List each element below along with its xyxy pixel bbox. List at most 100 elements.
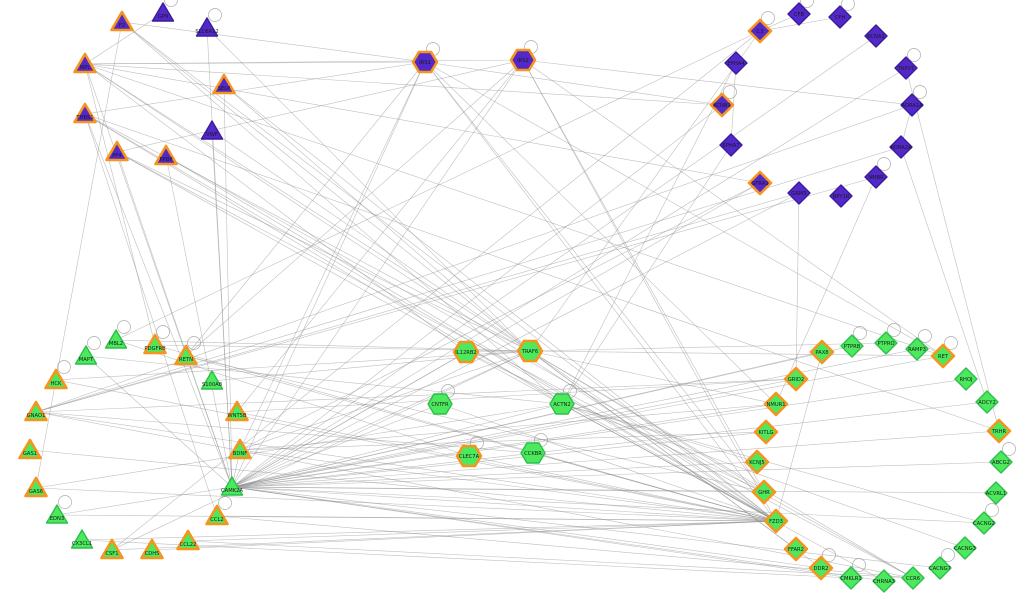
hexagon-node-shape[interactable]	[411, 50, 439, 74]
triangle-node-shape[interactable]	[143, 333, 167, 355]
diamond-node-shape[interactable]	[747, 18, 773, 44]
node-ADRA1A[interactable]: ADRA1A	[900, 85, 927, 117]
diamond-node-shape[interactable]	[905, 337, 929, 361]
triangle-node-shape[interactable]	[104, 329, 128, 349]
triangle-node-shape[interactable]	[205, 504, 229, 526]
diamond-node-shape[interactable]	[787, 2, 811, 26]
triangle-node-shape[interactable]	[73, 102, 97, 124]
node-FFAR2[interactable]: FFAR2	[783, 536, 809, 562]
triangle-node-shape[interactable]	[225, 400, 249, 422]
hexagon-node-shape[interactable]	[427, 393, 453, 415]
node-IRS2[interactable]: IRS2	[509, 40, 538, 72]
triangle-node-shape[interactable]	[140, 538, 164, 560]
node-GP9[interactable]: GP9	[151, 0, 178, 22]
triangle-node-shape[interactable]	[73, 52, 97, 74]
node-CHRNA3[interactable]: CHRNA3	[872, 569, 896, 593]
node-KCNA1[interactable]: KCNA1	[864, 24, 888, 48]
node-PF4[interactable]: PF4	[105, 140, 129, 162]
node-ADRA2A[interactable]: ADRA2A	[889, 135, 913, 159]
diamond-node-shape[interactable]	[753, 419, 779, 445]
node-CFB[interactable]: CFB	[787, 0, 814, 26]
node-KCNB1[interactable]: KCNB1	[709, 85, 737, 118]
diamond-node-shape[interactable]	[953, 536, 977, 560]
node-CACNG7[interactable]: CACNG7	[928, 548, 955, 580]
diamond-node-shape[interactable]	[744, 449, 770, 475]
node-MBL2[interactable]: MBL2	[104, 320, 131, 349]
diamond-node-shape[interactable]	[809, 339, 835, 365]
diamond-node-shape[interactable]	[829, 184, 853, 208]
diamond-node-shape[interactable]	[864, 24, 888, 48]
triangle-node-shape[interactable]	[18, 438, 42, 460]
triangle-node-shape[interactable]	[70, 529, 94, 549]
triangle-node-shape[interactable]	[228, 438, 252, 460]
diamond-node-shape[interactable]	[724, 51, 748, 75]
diamond-node-shape[interactable]	[989, 450, 1013, 474]
triangle-node-shape[interactable]	[200, 120, 224, 140]
node-C3[interactable]: C3	[747, 11, 775, 44]
triangle-node-shape[interactable]	[105, 140, 129, 162]
node-CCL2[interactable]: CCL2	[205, 496, 232, 526]
diamond-node-shape[interactable]	[709, 92, 735, 118]
diamond-node-shape[interactable]	[954, 367, 978, 391]
diamond-node-shape[interactable]	[840, 334, 864, 358]
node-SELP[interactable]: SELP	[212, 73, 236, 95]
node-GHR[interactable]: GHR	[751, 479, 777, 505]
diamond-node-shape[interactable]	[751, 479, 777, 505]
diamond-node-shape[interactable]	[900, 93, 924, 117]
diamond-node-shape[interactable]	[975, 390, 999, 414]
hexagon-node-shape[interactable]	[520, 442, 546, 464]
triangle-node-shape[interactable]	[74, 345, 98, 365]
node-ABCG2[interactable]: ABCG2	[989, 442, 1016, 474]
diamond-node-shape[interactable]	[783, 366, 809, 392]
triangle-node-shape[interactable]	[176, 529, 200, 551]
triangle-node-shape[interactable]	[151, 2, 175, 22]
triangle-node-shape[interactable]	[44, 368, 68, 390]
diamond-node-shape[interactable]	[864, 165, 888, 189]
diamond-node-shape[interactable]	[928, 556, 952, 580]
node-DDR2[interactable]: DDR2	[808, 548, 836, 581]
node-CCR6[interactable]: CCR6	[901, 566, 925, 590]
node-WNT5B[interactable]: WNT5B	[225, 400, 249, 422]
node-CMKLR1[interactable]: CMKLR1	[839, 558, 866, 590]
diamond-node-shape[interactable]	[889, 135, 913, 159]
node-CDH5[interactable]: CDH5	[140, 538, 164, 560]
node-F2[interactable]: F2	[110, 10, 134, 32]
triangle-node-shape[interactable]	[212, 73, 236, 95]
diamond-node-shape[interactable]	[894, 56, 918, 80]
node-CACNG2[interactable]: CACNG2	[972, 503, 999, 535]
node-RET[interactable]: RET	[930, 336, 958, 369]
triangle-node-shape[interactable]	[45, 504, 69, 524]
triangle-node-shape[interactable]	[24, 476, 48, 498]
diamond-node-shape[interactable]	[719, 133, 743, 157]
node-TRAF6[interactable]: TRAF6	[516, 339, 544, 363]
node-VWF[interactable]: VWF	[200, 120, 224, 140]
hexagon-node-shape[interactable]	[549, 393, 575, 415]
triangle-node-shape[interactable]	[154, 144, 178, 166]
diamond-node-shape[interactable]	[763, 508, 789, 534]
hexagon-node-shape[interactable]	[516, 339, 544, 363]
node-PDGFRB[interactable]: PDGFRB	[143, 325, 170, 355]
triangle-node-shape[interactable]	[195, 17, 219, 37]
node-IL12RB2[interactable]: IL12RB2	[452, 340, 480, 364]
triangle-node-shape[interactable]	[110, 10, 134, 32]
node-TRPV1[interactable]: TRPV1	[894, 48, 921, 80]
hexagon-node-shape[interactable]	[509, 48, 537, 72]
triangle-node-shape[interactable]	[24, 400, 48, 422]
triangle-node-shape[interactable]	[174, 344, 198, 366]
node-ACVRL1[interactable]: ACVRL1	[984, 481, 1008, 505]
diamond-node-shape[interactable]	[808, 555, 834, 581]
node-EDN3[interactable]: EDN3	[45, 495, 72, 524]
diamond-node-shape[interactable]	[972, 511, 996, 535]
hexagon-node-shape[interactable]	[455, 444, 483, 468]
node-NMBR[interactable]: NMBR	[864, 157, 891, 189]
node-CCL22[interactable]: CCL22	[176, 529, 200, 551]
node-HCK[interactable]: HCK	[44, 360, 71, 390]
node-CFH[interactable]: CFH	[828, 0, 855, 29]
diamond-node-shape[interactable]	[984, 481, 1008, 505]
node-GNAO1[interactable]: GNAO1	[24, 400, 48, 422]
triangle-node-shape[interactable]	[220, 476, 244, 496]
node-KITLG[interactable]: KITLG	[753, 419, 779, 445]
diamond-node-shape[interactable]	[839, 566, 863, 590]
diamond-node-shape[interactable]	[763, 391, 789, 417]
